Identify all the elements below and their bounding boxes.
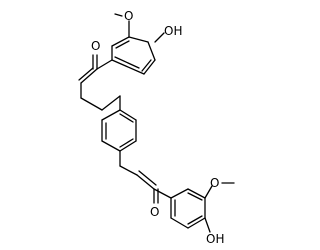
bond [114,56,140,69]
top-carbonyl-oxygen-label: O [91,39,100,53]
bond [143,59,156,75]
bond [101,95,121,111]
bond [114,13,123,17]
bond [154,32,165,43]
bond [96,59,113,70]
bond [128,36,149,43]
bond [147,41,156,61]
bond [111,36,130,47]
bond [187,188,206,199]
bottom-hydroxy-label: OH [206,232,224,246]
bond [153,188,172,199]
bond [204,185,213,199]
bond [187,215,203,225]
bond [204,217,211,233]
bond [187,217,206,229]
top-methoxy-oxygen-label: O [124,9,133,23]
bond [78,67,94,81]
bond [170,217,189,229]
central-benzene-ring [101,109,137,152]
bond [119,165,138,176]
bond [80,68,98,84]
bond [136,174,155,190]
bond [119,109,137,121]
bottom-aromatic-ring [170,188,206,229]
bond [115,40,130,49]
structure-diagram: O OH O O [78,9,235,246]
bond [101,109,121,121]
bond [111,59,145,75]
top-aromatic-ring [111,36,156,75]
bottom-methoxy-oxygen-label: O [210,176,219,190]
bond [187,192,203,201]
bond [80,97,103,111]
bond [170,188,189,199]
bond [141,59,152,72]
top-hydroxy-label: OH [164,24,182,38]
bond [101,140,121,152]
bond [138,170,157,186]
bond [119,113,134,123]
bond [119,140,137,152]
bond [119,138,134,148]
bottom-carbonyl-oxygen-label: O [150,205,159,219]
